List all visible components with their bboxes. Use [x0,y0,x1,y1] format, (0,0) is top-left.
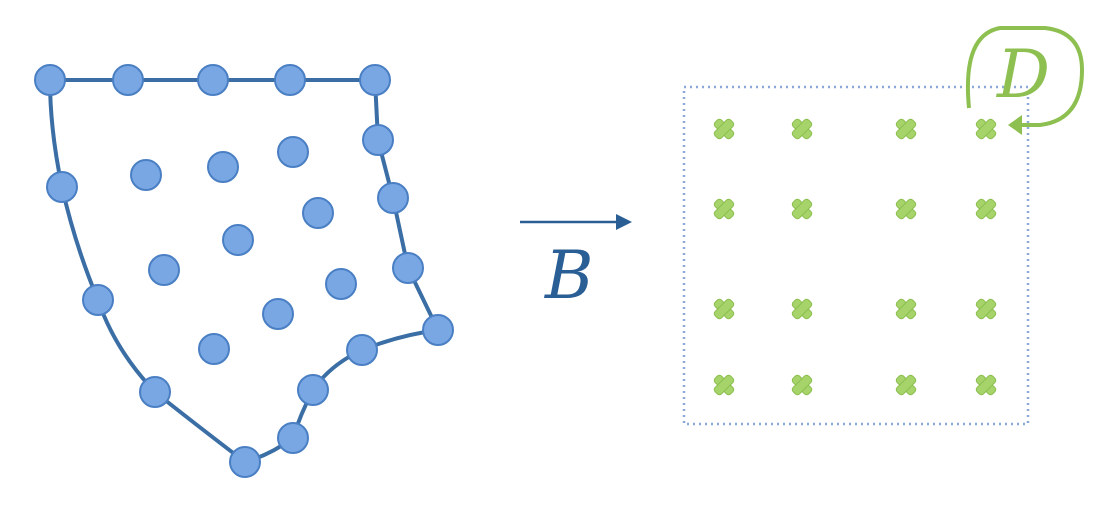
grid-cross-marker [713,118,735,140]
interior-node [262,298,294,330]
grid-cross-marker [713,374,735,396]
interior-node [130,159,162,191]
boundary-nodes [34,64,454,478]
interior-node [302,197,334,229]
arrow-head [616,214,632,230]
boundary-node [274,64,306,96]
self-loop-d [965,26,1085,127]
mapping-arrow [520,214,632,230]
boundary-node [46,171,78,203]
boundary-node [297,374,329,406]
interior-node [222,224,254,256]
boundary-node [82,284,114,316]
grid-cross-marker [895,298,917,320]
grid-cross-marker [791,198,813,220]
grid-cross-marker [975,374,997,396]
interior-node [198,333,230,365]
target-grid-markers [713,118,997,396]
interior-node [277,136,309,168]
grid-cross-marker [791,298,813,320]
target-dotted-box [682,85,1030,426]
grid-cross-marker [975,198,997,220]
boundary-node [197,64,229,96]
grid-cross-marker [895,374,917,396]
boundary-node [139,376,171,408]
grid-cross-marker [713,298,735,320]
grid-cross-marker [895,118,917,140]
interior-node [325,268,357,300]
interior-nodes [130,136,357,365]
boundary-node [277,422,309,454]
boundary-node [34,64,66,96]
boundary-node [229,446,261,478]
boundary-node [362,124,394,156]
grid-cross-marker [895,198,917,220]
interior-node [207,151,239,183]
interior-node [148,254,180,286]
grid-cross-marker [791,118,813,140]
self-loop-arrowhead [1008,115,1022,135]
grid-cross-marker [713,198,735,220]
boundary-node [359,64,391,96]
loop-label-d: D [996,36,1050,113]
arrow-label-b: B [544,237,594,314]
boundary-node [346,334,378,366]
grid-cross-marker [975,118,997,140]
grid-cross-marker [791,374,813,396]
boundary-node [392,252,424,284]
grid-cross-marker [975,298,997,320]
boundary-node [112,64,144,96]
boundary-node [422,314,454,346]
boundary-node [377,182,409,214]
